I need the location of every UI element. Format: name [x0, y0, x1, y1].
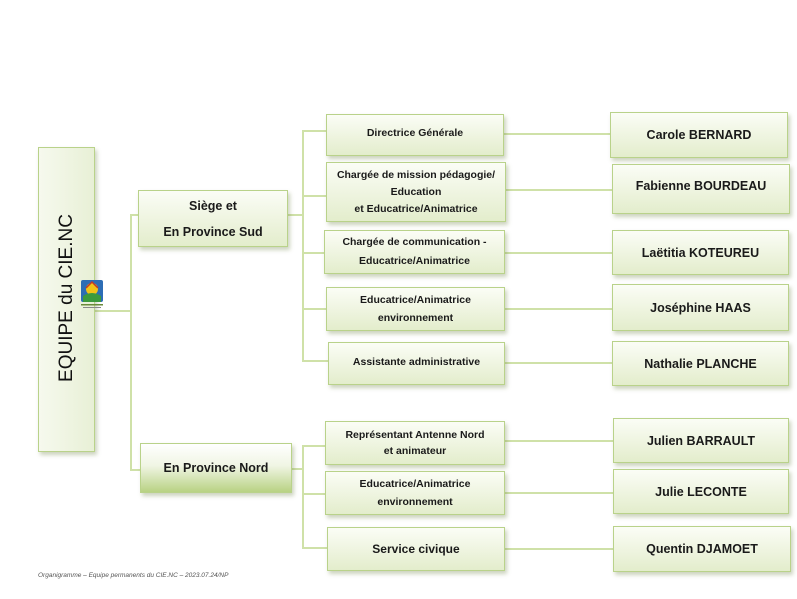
role-label: Assistante administrative — [352, 356, 481, 368]
person-box-quentin-djamoet: Quentin DJAMOET — [613, 526, 791, 572]
connector-person-1 — [504, 133, 610, 135]
role-box-service-civique: Service civique — [327, 527, 505, 571]
role-line: environnement — [377, 496, 453, 508]
branch-siege-province-sud: Siège et En Province Sud — [138, 190, 288, 247]
connector-person-3 — [505, 252, 612, 254]
connector-sud-row2 — [302, 195, 327, 197]
branch-province-nord: En Province Nord — [140, 443, 292, 493]
role-line: Educatrice/Animatrice — [359, 478, 471, 490]
connector-sud-row1 — [302, 130, 327, 132]
role-box-representant-antenne-nord: Représentant Antenne Nord et animateur — [325, 421, 505, 465]
person-name: Julien BARRAULT — [646, 433, 756, 448]
root-title: EQUIPE du CIE.NC — [55, 214, 77, 382]
role-line: Educatrice/Animatrice — [360, 294, 471, 306]
connector-person-6 — [505, 440, 613, 442]
connector-nord-vertical — [302, 445, 304, 548]
role-line: Educatrice/Animatrice — [359, 255, 470, 267]
role-label: Directrice Générale — [366, 127, 464, 139]
branch-sud-line1: Siège et — [189, 198, 237, 213]
person-box-laetitia-koteureu: Laëtitia KOTEUREU — [612, 230, 789, 275]
role-line: environnement — [377, 312, 454, 324]
footer-caption: Organigramme – Equipe permanents du CIE.… — [38, 572, 229, 579]
connector-nord-row2 — [302, 493, 327, 495]
connector-sud-row5 — [302, 360, 329, 362]
person-name: Joséphine HAAS — [650, 300, 751, 315]
connector-sud-row4 — [302, 308, 327, 310]
person-box-carole-bernard: Carole BERNARD — [610, 112, 788, 158]
connector-sud-vertical — [302, 130, 304, 361]
person-box-josephine-haas: Joséphine HAAS — [612, 284, 789, 331]
person-name: Carole BERNARD — [646, 128, 752, 142]
connector-nord-row3 — [302, 547, 327, 549]
person-name: Quentin DJAMOET — [646, 542, 758, 556]
connector-nord-row1 — [302, 445, 327, 447]
connector-branch-vertical — [130, 214, 132, 470]
role-box-chargee-communication: Chargée de communication - Educatrice/An… — [324, 230, 505, 274]
connector-sud-out — [288, 214, 303, 216]
connector-to-nord — [130, 469, 140, 471]
role-box-chargee-mission: Chargée de mission pédagogie/ Education … — [326, 162, 506, 222]
role-label: Service civique — [372, 542, 460, 556]
person-name: Nathalie PLANCHE — [644, 356, 757, 371]
person-name: Fabienne BOURDEAU — [635, 179, 767, 193]
role-line: Chargée de mission pédagogie/ — [336, 168, 496, 181]
connector-person-7 — [505, 492, 613, 494]
role-line: Chargée de communication - — [342, 236, 487, 248]
person-box-fabienne-bourdeau: Fabienne BOURDEAU — [612, 164, 790, 214]
connector-root-trunk — [95, 310, 131, 312]
person-box-julien-barrault: Julien BARRAULT — [613, 418, 789, 463]
connector-person-5 — [505, 362, 612, 364]
role-line: Education — [390, 185, 442, 198]
role-line: et Educatrice/Animatrice — [354, 202, 478, 215]
role-box-directrice-generale: Directrice Générale — [326, 114, 504, 156]
person-box-julie-leconte: Julie LECONTE — [613, 469, 789, 514]
connector-person-4 — [505, 308, 612, 310]
connector-sud-row3 — [302, 252, 327, 254]
role-box-educatrice-nord: Educatrice/Animatrice environnement — [325, 471, 505, 515]
role-line: et animateur — [383, 445, 447, 457]
person-name: Laëtitia KOTEUREU — [641, 245, 760, 260]
role-box-assistante-administrative: Assistante administrative — [328, 342, 505, 385]
person-name: Julie LECONTE — [655, 484, 747, 499]
connector-nord-out — [292, 468, 303, 470]
connector-to-sud — [130, 214, 140, 216]
connector-person-8 — [505, 548, 613, 550]
role-box-educatrice-sud: Educatrice/Animatrice environnement — [326, 287, 505, 331]
branch-nord-label: En Province Nord — [163, 461, 269, 475]
branch-sud-line2: En Province Sud — [163, 224, 263, 239]
role-line: Représentant Antenne Nord — [345, 429, 485, 441]
person-box-nathalie-planche: Nathalie PLANCHE — [612, 341, 789, 386]
connector-person-2 — [506, 189, 612, 191]
cie-logo-icon — [81, 280, 103, 308]
